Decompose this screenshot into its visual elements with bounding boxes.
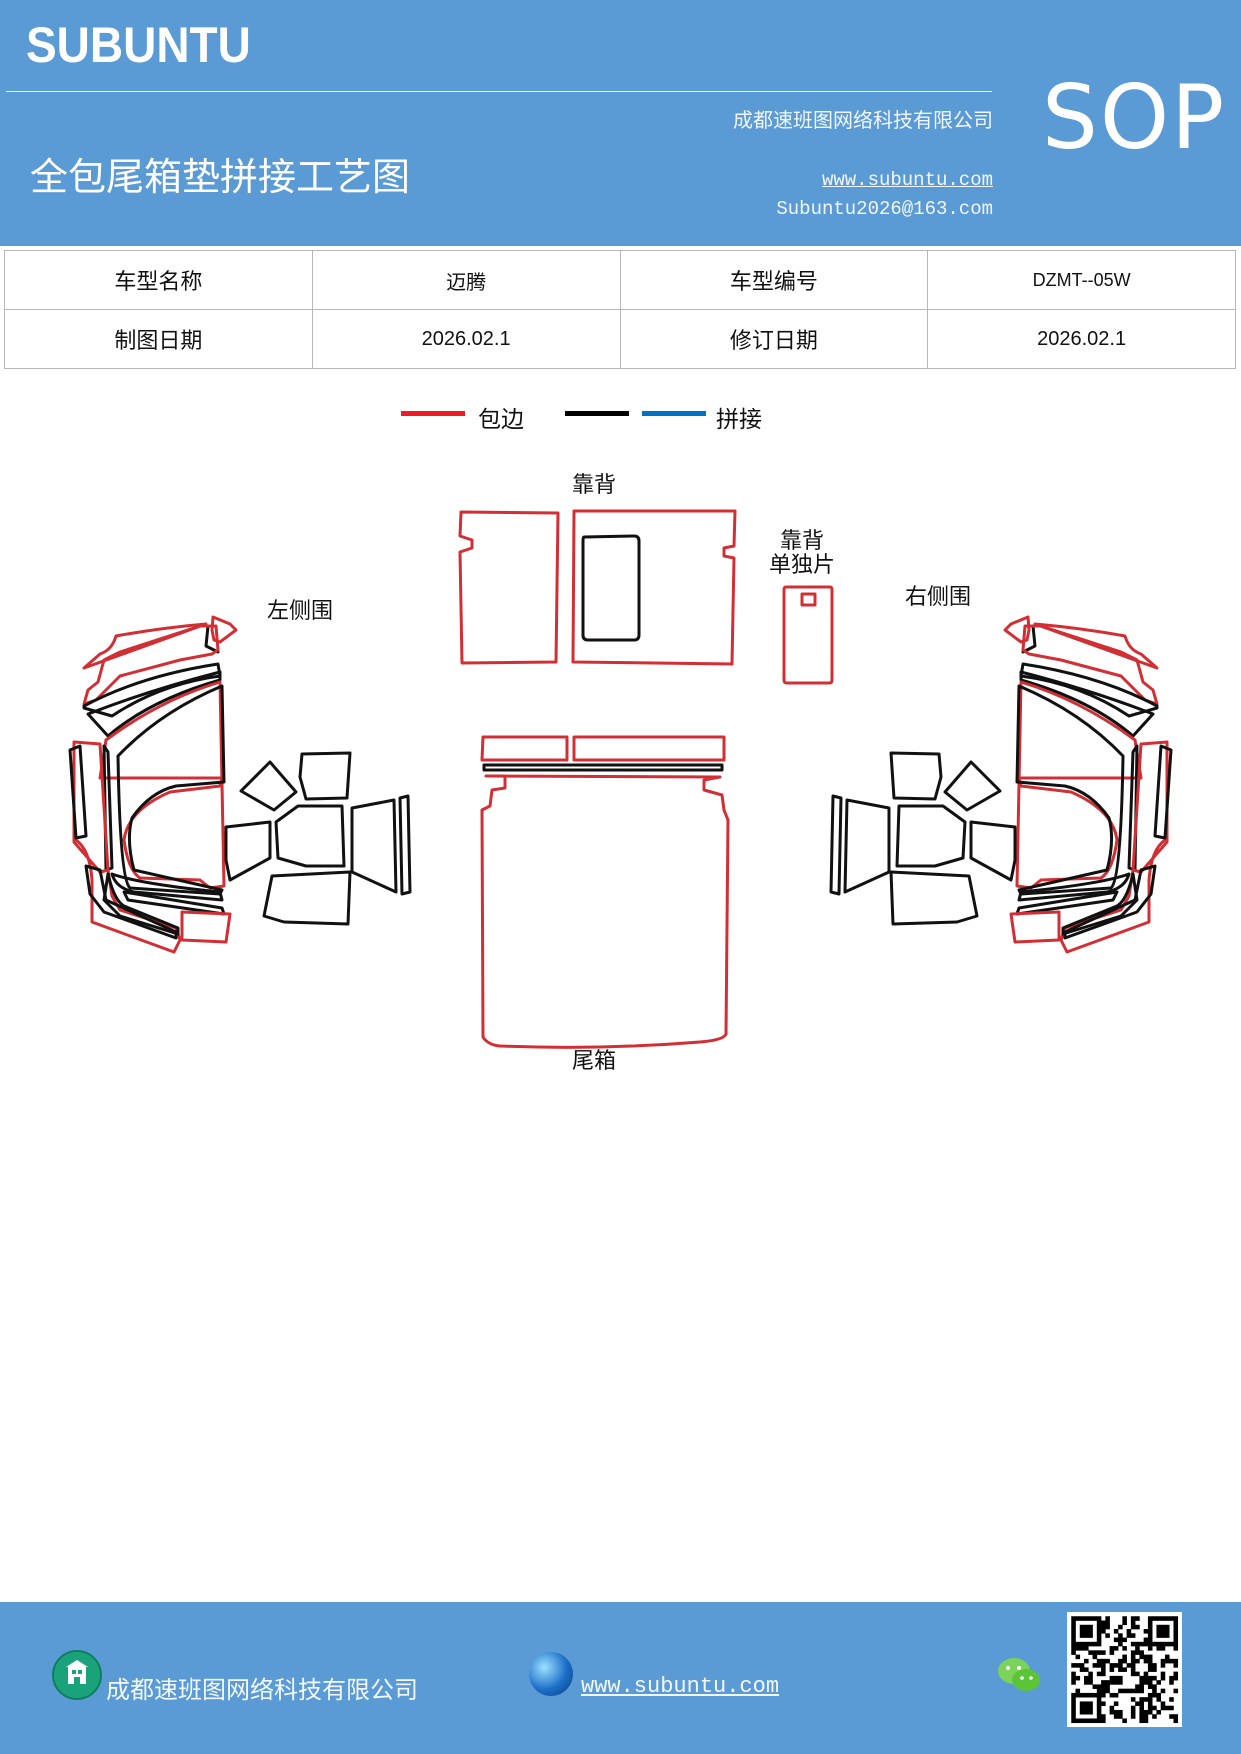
email-address: Subuntu2026@163.com [776,198,993,220]
header-divider [6,91,992,92]
table-row: 车型名称 迈腾 车型编号 DZMT--05W [4,250,1236,310]
legend-swatch-edge [401,411,465,416]
right-fan-pieces [829,751,1017,926]
globe-icon [529,1652,573,1696]
table-value: DZMT--05W [927,250,1236,310]
label-left-side: 左侧围 [267,599,333,624]
website-link[interactable]: www.subuntu.com [821,169,993,191]
company-name: 成都速班图网络科技有限公司 [733,108,993,132]
legend-label-seam: 拼接 [716,407,762,433]
legend: 包边 拼接 [0,400,1241,440]
table-value: 迈腾 [311,250,621,310]
table-value: 2026.02.1 [927,309,1236,369]
sop-badge: SOP [1042,66,1227,169]
table-label: 车型编号 [619,250,929,310]
legend-swatch-black [565,411,629,416]
document-title: 全包尾箱垫拼接工艺图 [30,155,411,199]
brand-logo: SUBUNTU [26,17,251,73]
label-backrest: 靠背 [572,473,616,498]
label-backrest-single-2: 单独片 [769,553,835,578]
label-trunk: 尾箱 [572,1049,616,1074]
vehicle-info-table: 车型名称 迈腾 车型编号 DZMT--05W 制图日期 2026.02.1 修订… [4,250,1236,369]
building-icon [52,1650,102,1700]
backrest-right-panel [571,509,737,666]
legend-swatch-seam [642,411,706,416]
trunk-floor [480,735,730,1049]
footer-company: 成都速班图网络科技有限公司 [106,1676,418,1704]
footer-website-link[interactable]: www.subuntu.com [581,1674,780,1699]
footer-banner: 成都速班图网络科技有限公司 www.subuntu.com [0,1602,1241,1754]
left-side-panel [68,615,238,954]
table-value: 2026.02.1 [311,309,621,369]
right-side-panel [1003,615,1173,954]
table-row: 制图日期 2026.02.1 修订日期 2026.02.1 [4,309,1236,369]
label-right-side: 右侧围 [905,585,971,610]
label-backrest-single-1: 靠背 [780,529,824,554]
backrest-single-piece [782,585,834,685]
backrest-left-panel [458,510,560,665]
table-label: 修订日期 [619,309,929,369]
table-label: 车型名称 [4,250,313,310]
header-banner: SUBUNTU 成都速班图网络科技有限公司 全包尾箱垫拼接工艺图 www.sub… [0,0,1241,246]
mat-pattern-diagram: 靠背 靠背 单独片 左侧围 右侧围 尾箱 [68,473,1173,1074]
left-fan-pieces [224,751,412,926]
qr-code[interactable] [1067,1612,1182,1727]
wechat-icon [995,1654,1045,1698]
table-label: 制图日期 [4,309,313,369]
legend-label-edge: 包边 [478,407,524,433]
